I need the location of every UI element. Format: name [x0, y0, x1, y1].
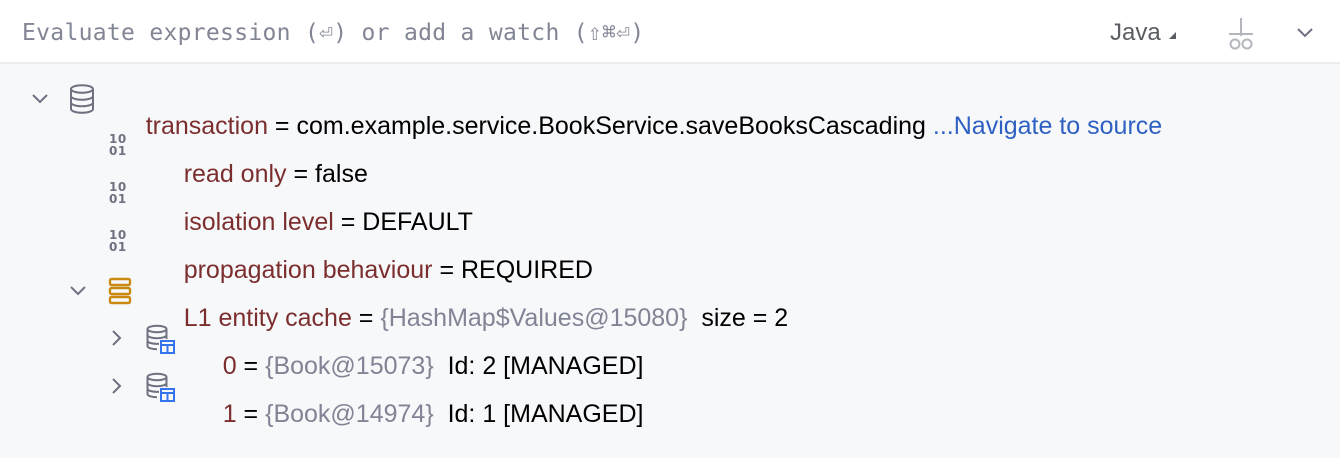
triangle-down-icon [1168, 31, 1176, 39]
variable-value: false [315, 160, 368, 188]
evaluate-toolbar: Java [0, 0, 1340, 64]
tree-row-book-0[interactable]: 0 = {Book@15073} Id: 2 [MANAGED] [0, 314, 1340, 380]
collection-size: size = 2 [687, 304, 789, 332]
add-watch-glasses-icon [1229, 18, 1253, 50]
variable-name: isolation level [183, 208, 334, 236]
tree-row-transaction[interactable]: transaction = com.example.service.BookSe… [0, 74, 1340, 140]
chevron-down-icon[interactable] [66, 278, 90, 302]
variable-value: DEFAULT [362, 208, 473, 236]
entity-table-icon [146, 324, 175, 354]
variable-value: com.example.service.BookService.saveBook… [296, 112, 926, 140]
evaluate-expression-input[interactable] [22, 16, 1082, 50]
entity-state: Id: 2 [MANAGED] [433, 352, 644, 380]
object-reference: {Book@14974} [265, 400, 434, 428]
chevron-right-icon[interactable] [104, 326, 128, 350]
variable-name: transaction [145, 112, 268, 140]
chevron-down-icon [1297, 28, 1313, 38]
tree-row-book-1[interactable]: 1 = {Book@14974} Id: 1 [MANAGED] [0, 362, 1340, 428]
variable-name: 1 [222, 400, 237, 428]
chevron-right-icon[interactable] [104, 374, 128, 398]
more-options-button[interactable] [1290, 18, 1320, 48]
language-label: Java [1110, 19, 1161, 46]
database-icon [70, 84, 94, 114]
variable-value: REQUIRED [461, 256, 593, 284]
variable-name: 0 [222, 352, 237, 380]
entity-table-icon [146, 372, 175, 402]
tree-row-l1-entity-cache[interactable]: L1 entity cache = {HashMap$Values@15080}… [0, 266, 1340, 332]
variable-name: L1 entity cache [183, 304, 352, 332]
object-reference: {HashMap$Values@15080} [380, 304, 688, 332]
chevron-down-icon[interactable] [28, 86, 52, 110]
language-selector[interactable]: Java [1110, 16, 1176, 50]
add-watch-button[interactable] [1222, 16, 1260, 54]
entity-state: Id: 1 [MANAGED] [433, 400, 644, 428]
object-reference: {Book@15073} [265, 352, 434, 380]
navigate-to-source-link[interactable]: ...Navigate to source [925, 112, 1163, 140]
stack-icon [108, 277, 132, 305]
variable-name: read only [183, 160, 287, 188]
variable-name: propagation behaviour [183, 256, 433, 284]
